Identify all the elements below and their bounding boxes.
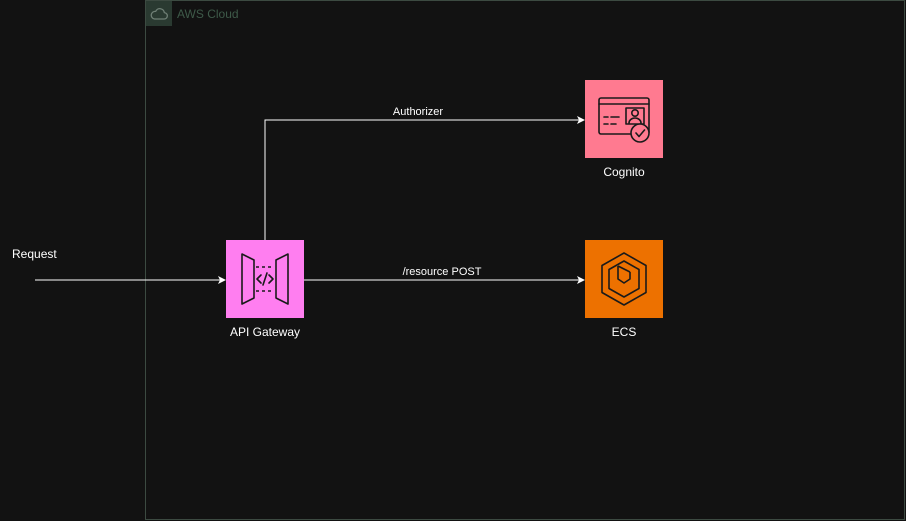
resource-post-edge-label: /resource POST xyxy=(401,266,483,278)
api-gateway-label: API Gateway xyxy=(229,325,301,339)
ecs-label: ECS xyxy=(611,325,637,339)
ecs-icon xyxy=(601,252,647,306)
aws-cloud-label: AWS Cloud xyxy=(177,7,239,21)
authorizer-edge[interactable] xyxy=(264,116,585,240)
ecs-node[interactable] xyxy=(585,240,663,318)
authorizer-edge-label: Authorizer xyxy=(391,106,445,118)
request-label: Request xyxy=(12,247,57,261)
api-gateway-icon xyxy=(241,253,289,305)
cloud-icon xyxy=(146,1,172,26)
cognito-icon xyxy=(598,97,650,143)
cognito-label: Cognito xyxy=(603,165,645,179)
aws-cloud-group[interactable]: AWS Cloud xyxy=(145,0,905,520)
cognito-node[interactable] xyxy=(585,80,663,158)
api-gateway-node[interactable] xyxy=(226,240,304,318)
